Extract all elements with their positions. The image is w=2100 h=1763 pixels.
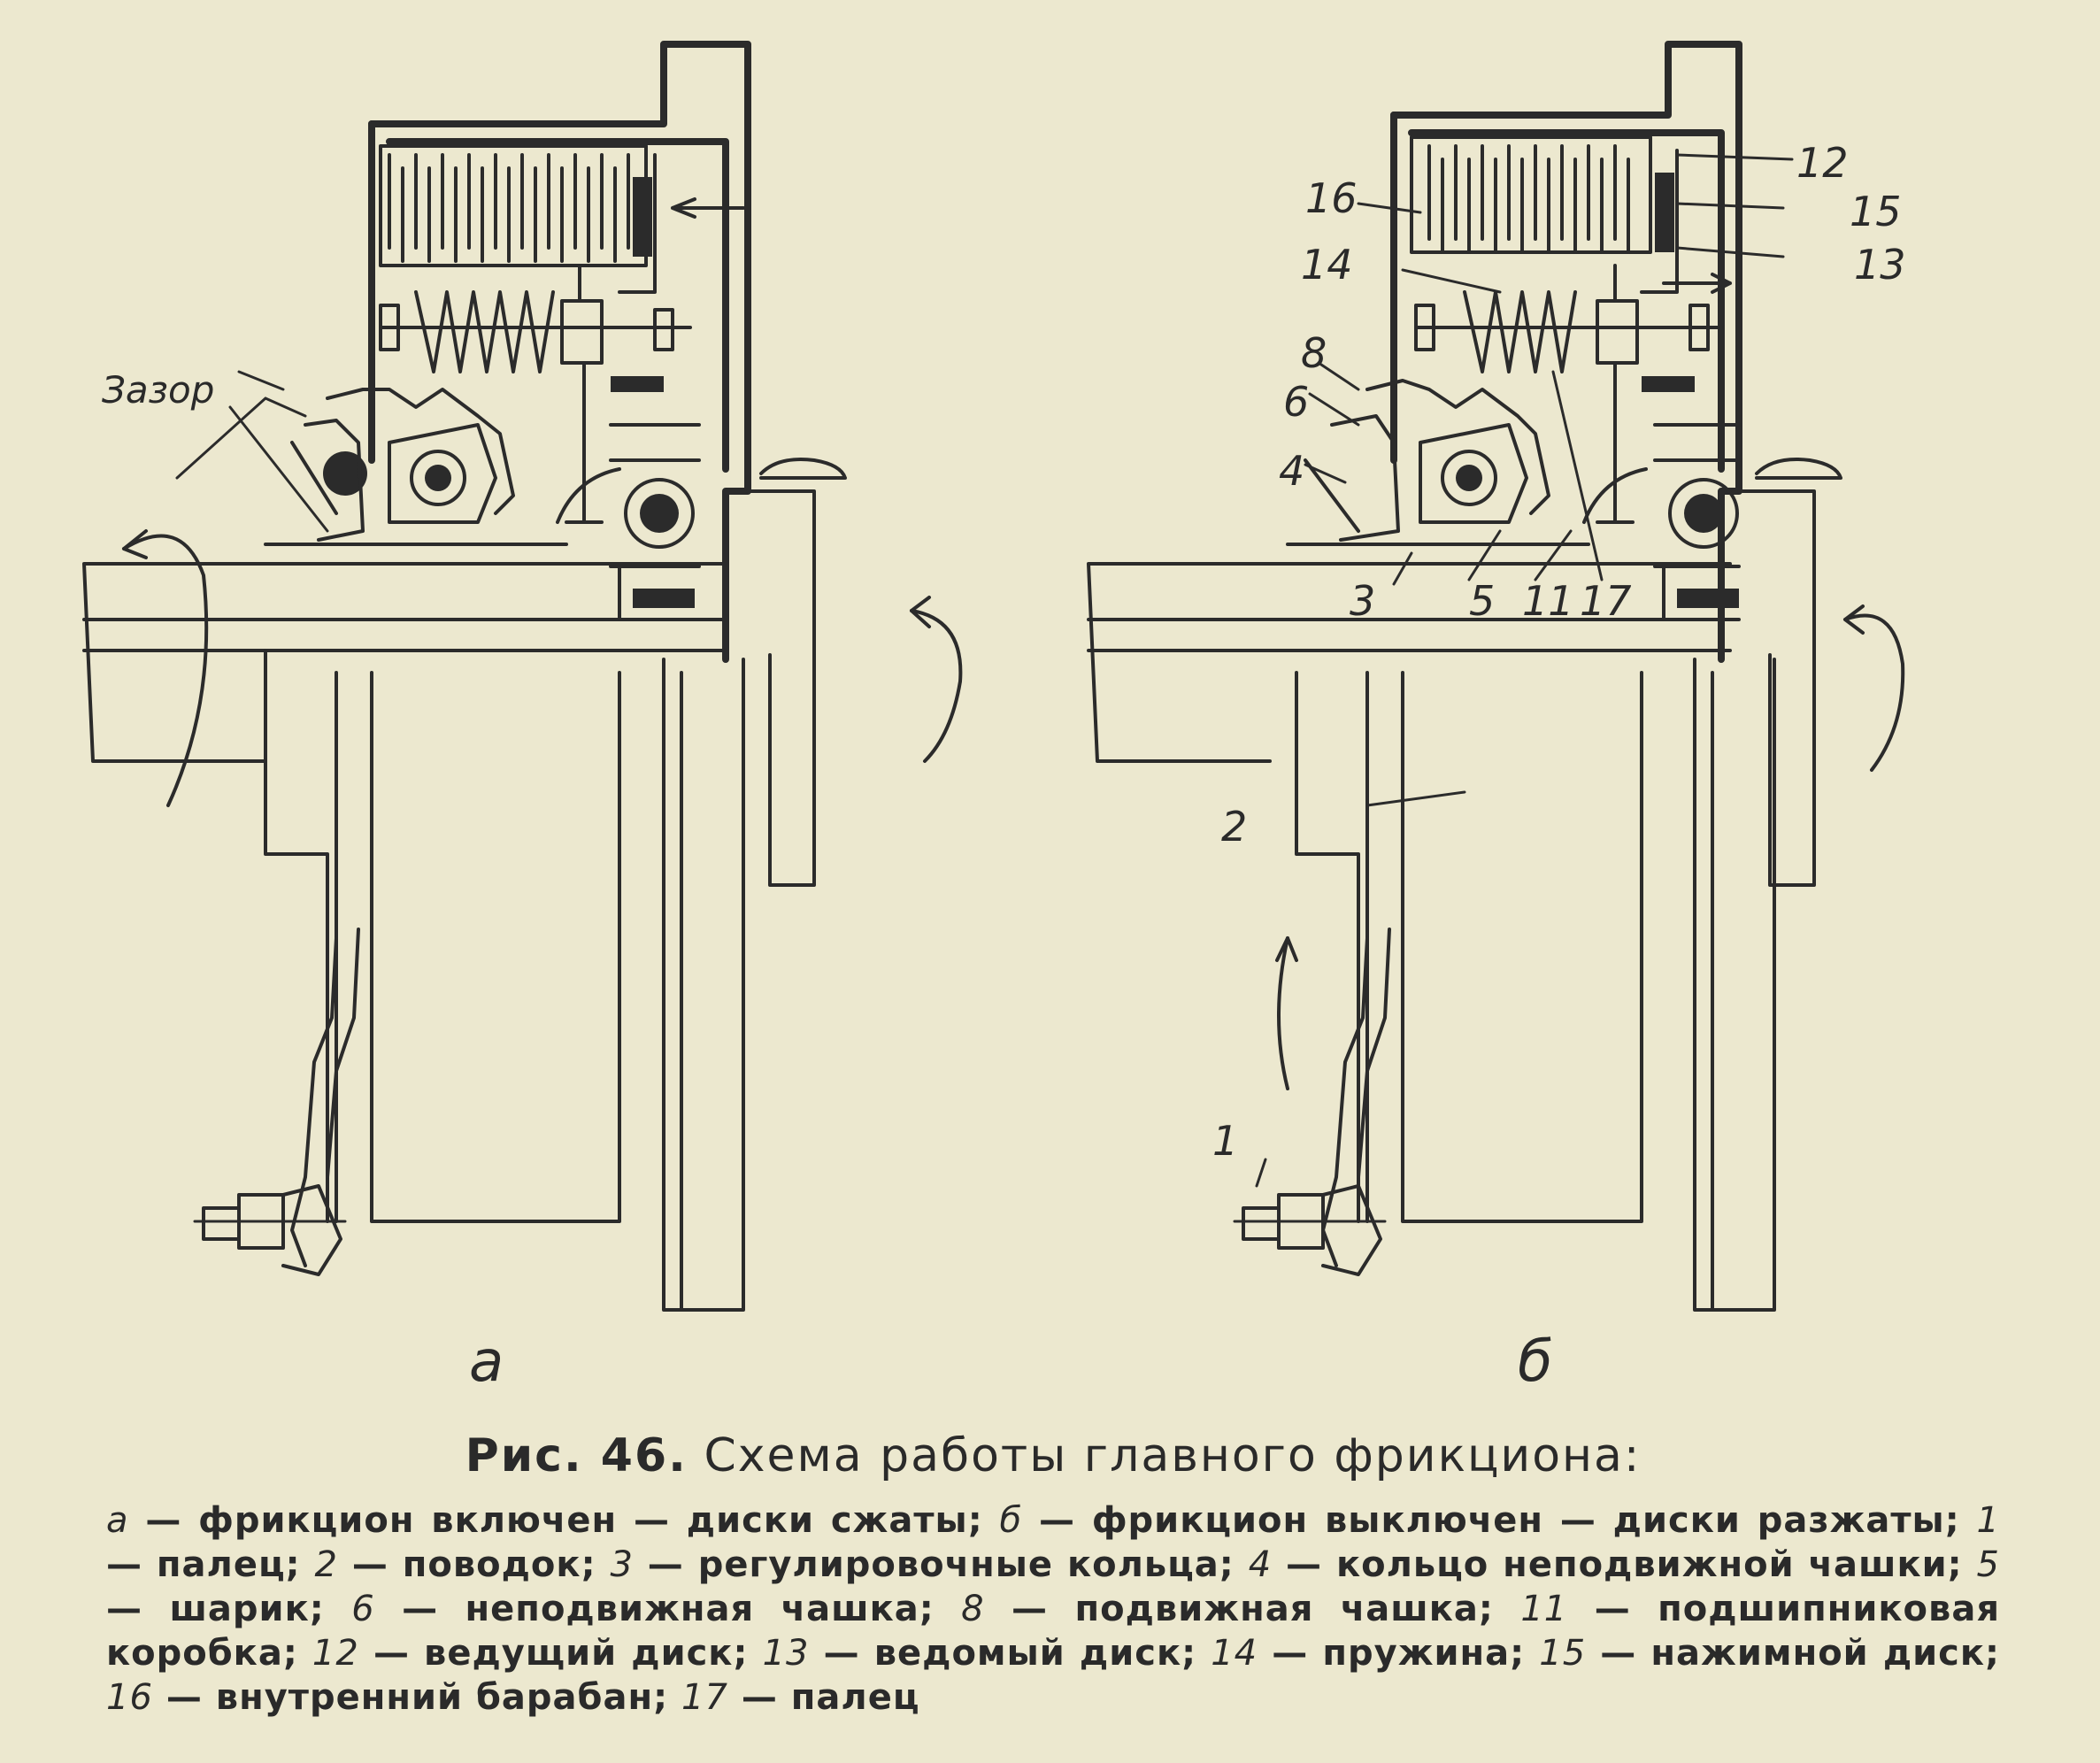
legend-text: — ведущий диск; (358, 1633, 763, 1674)
legend-key: а (106, 1500, 129, 1541)
legend-key: 15 (1539, 1633, 1587, 1674)
legend-text: — поводок; (337, 1544, 611, 1585)
callout-1: 1 (1212, 1117, 1238, 1165)
callout-17: 17 (1580, 577, 1632, 625)
legend-key: 5 (1976, 1544, 2000, 1585)
caption-title: Рис. 46. Схема работы главного фрикциона… (106, 1429, 2000, 1482)
legend-entry: 2 — поводок; (314, 1544, 610, 1585)
legend-text: — шарик; (106, 1589, 352, 1629)
legend-text: — ведомый диск; (809, 1633, 1212, 1674)
legend-text: — подвижная чашка; (984, 1589, 1521, 1629)
callout-2: 2 (1221, 803, 1247, 851)
legend-text: — подшипниковая коробка; (106, 1589, 2001, 1674)
legend-text: — внутренний барабан; (152, 1677, 682, 1718)
legend-entry: 16 — внутренний барабан; (106, 1677, 681, 1718)
callout-8: 8 (1301, 329, 1327, 377)
figure-number: Рис. 46. (465, 1429, 688, 1482)
caption-legend: а — фрикцион включен — диски сжаты; б — … (106, 1498, 2000, 1720)
legend-text: — фрикцион выключен — диски разжаты; (1022, 1500, 1977, 1541)
legend-text: — палец; (106, 1544, 315, 1585)
callout-3: 3 (1350, 577, 1375, 625)
legend-text: — палец (727, 1677, 920, 1718)
panel-b-letter: б (1518, 1329, 1552, 1395)
panel-a-letter: а (469, 1329, 504, 1395)
legend-entry: 15 — нажимной диск; (1539, 1633, 2000, 1674)
legend-text: — нажимной диск; (1586, 1633, 2001, 1674)
callout-6: 6 (1283, 378, 1309, 426)
legend-key: 4 (1248, 1544, 1273, 1585)
legend-entry: 3 — регулировочные кольца; (610, 1544, 1248, 1585)
legend-key: 11 (1520, 1589, 1568, 1629)
figure-caption: Рис. 46. Схема работы главного фрикциона… (106, 1429, 2000, 1720)
legend-key: 16 (106, 1677, 153, 1718)
legend-entry: 4 — кольцо неподвижной чашки; (1249, 1544, 1977, 1585)
legend-entry: 12 — ведущий диск; (312, 1633, 763, 1674)
callout-14: 14 (1301, 241, 1353, 289)
legend-key: 2 (314, 1544, 338, 1585)
legend-key: 12 (312, 1633, 359, 1674)
legend-entry: 8 — подвижная чашка; (961, 1589, 1520, 1629)
legend-entry: 17 — палец (681, 1677, 919, 1718)
legend-key: 6 (351, 1589, 375, 1629)
callout-13: 13 (1854, 241, 1906, 289)
legend-key: 1 (1976, 1500, 2000, 1541)
callout-16: 16 (1305, 174, 1358, 222)
legend-key: б (999, 1500, 1023, 1541)
legend-entry: 5 — шарик; (106, 1544, 2000, 1629)
callout-11: 11 (1522, 577, 1574, 625)
legend-text: — фрикцион включен — диски сжаты; (128, 1500, 1000, 1541)
legend-entry: 14 — пружина; (1211, 1633, 1539, 1674)
panel-b-drawing (1087, 41, 1905, 1312)
legend-key: 3 (610, 1544, 634, 1585)
panel-a-drawing (82, 41, 963, 1312)
legend-text: — неподвижная чашка; (374, 1589, 962, 1629)
legend-text: — регулировочные кольца; (633, 1544, 1249, 1585)
callout-4: 4 (1279, 447, 1304, 495)
gap-label: Зазор (102, 368, 214, 412)
legend-entry: 13 — ведомый диск; (763, 1633, 1212, 1674)
legend-key: 13 (762, 1633, 810, 1674)
figure-area: Зазор а б 12 16 15 14 13 8 6 4 3 5 11 17… (82, 41, 1906, 1395)
legend-entry: 11 — подшипниковая коробка; (106, 1589, 2000, 1674)
legend-key: 14 (1211, 1633, 1258, 1674)
legend-text: — кольцо неподвижной чашки; (1272, 1544, 1977, 1585)
legend-key: 8 (961, 1589, 985, 1629)
callout-5: 5 (1469, 577, 1495, 625)
legend-text: — пружина; (1258, 1633, 1540, 1674)
legend-entry: 6 — неподвижная чашка; (351, 1589, 961, 1629)
legend-entry: б — фрикцион выключен — диски разжаты; (1000, 1500, 1977, 1541)
clutch-diagram: Зазор а б 12 16 15 14 13 8 6 4 3 5 11 17… (82, 41, 1906, 1395)
callout-12: 12 (1796, 139, 1849, 187)
legend-key: 17 (681, 1677, 728, 1718)
callout-15: 15 (1850, 188, 1902, 235)
caption-heading: Схема работы главного фрикциона: (704, 1429, 1642, 1482)
legend-entry: 1 — палец; (106, 1500, 2000, 1585)
legend-entry: а — фрикцион включен — диски сжаты; (106, 1500, 1000, 1541)
